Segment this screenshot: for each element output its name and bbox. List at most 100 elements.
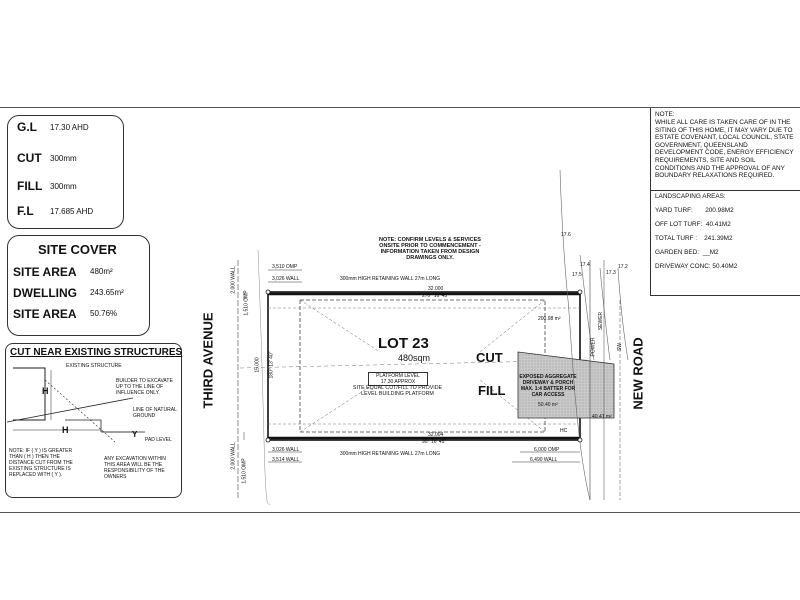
y-label: Y — [132, 430, 138, 439]
bearing-top-deg: 270° 16' 45" — [422, 293, 449, 299]
retaining-wall-bottom-label: 300mm HIGH RETAINING WALL 27m LONG — [340, 451, 441, 457]
dim-3026-wall: 3,026 WALL — [272, 276, 300, 282]
corner-marker — [577, 289, 583, 295]
cut-near-note-right: ANY EXCAVATION WITHIN THIS AREA WILL BE … — [104, 456, 166, 480]
h-vertical-label: H — [42, 386, 49, 396]
landscaping-item: YARD TURF: 200.98M2 — [655, 207, 734, 214]
dim-1510-omp-bottom: 1,510 OMP — [241, 458, 248, 484]
contour-17-3: 17.3 — [606, 270, 616, 276]
gl-value: 17.30 AHD — [50, 123, 89, 132]
bearing-bottom: 32.004 — [428, 432, 444, 438]
landscaping-item: GARDEN BED: __M2 — [655, 249, 719, 256]
site-cover-title: SITE COVER — [38, 242, 117, 257]
cut-zone-label: CUT — [476, 350, 503, 365]
contour-line — [559, 169, 591, 501]
natural-ground-line — [6, 397, 134, 423]
site-area-label: SITE AREA — [13, 265, 77, 279]
site-area-value: 480m² — [90, 267, 113, 276]
retaining-wall-top-label: 300mm HIGH RETAINING WALL 27m LONG — [340, 276, 441, 282]
site-percent-value: 50.76% — [90, 309, 118, 318]
dim-3510-omp: 3,510 OMP — [272, 264, 298, 270]
natural-ground-label: LINE OF NATURAL GROUND — [133, 407, 177, 419]
dim-6490-wall: 6,490 WALL — [530, 457, 558, 463]
ridge-line — [239, 359, 591, 369]
note-title: NOTE: — [655, 111, 675, 118]
dim-2000-wall-top: 2,000 WALL — [230, 266, 237, 294]
fill-label: FILL — [17, 179, 43, 193]
dwelling-outline — [299, 299, 546, 433]
corner-marker — [265, 289, 271, 295]
landscaping-title: LANDSCAPING AREAS: — [655, 193, 726, 200]
power-label: POWER — [590, 337, 597, 357]
pad-level-label: PAD LEVEL — [145, 437, 172, 443]
diagonal-line — [299, 299, 381, 353]
corner-marker — [265, 437, 271, 443]
landscaping-item: OFF LOT TURF: 40.41M2 — [655, 221, 731, 228]
lot-area: 480sqm — [398, 353, 431, 363]
existing-structure-label: EXISTING STRUCTURE — [66, 363, 122, 369]
site-percent-label: SITE AREA — [13, 307, 77, 321]
contour-17-4: 17.4 — [580, 262, 590, 268]
cut-near-diagram — [6, 367, 145, 443]
third-avenue-label: THIRD AVENUE — [200, 312, 216, 409]
fl-label: F.L — [17, 204, 34, 218]
left-bearing: 180° 13' 40" — [268, 351, 275, 379]
area-yard-turf: 200.98 m² — [538, 316, 561, 322]
diagonal-line — [479, 299, 546, 353]
site-cover-panel — [7, 235, 150, 336]
diagonal-line — [299, 379, 381, 433]
dim-3026-wall-bottom: 3,026 WALL — [272, 447, 300, 453]
landscaping-item: TOTAL TURF : 241.39M2 — [655, 235, 733, 242]
left-length: 15.000 — [254, 357, 261, 373]
contour-line — [579, 254, 595, 361]
fl-value: 17.685 AHD — [50, 207, 94, 216]
contour-17-2: 17.2 — [618, 264, 628, 270]
note-divider — [651, 190, 800, 191]
sewer-label: SEWER — [598, 311, 605, 331]
fill-value: 300mm — [50, 182, 77, 191]
levels-panel — [7, 115, 124, 229]
fill-zone-label: FILL — [478, 383, 506, 398]
builder-note: BUILDER TO EXCAVATE UP TO THE LINE OF IN… — [116, 378, 173, 396]
note-panel — [650, 108, 800, 296]
dwelling-value: 243.65m² — [90, 288, 124, 297]
platform-level-box: PLATFORM LEVEL 17.30 APPROX — [368, 372, 428, 386]
sheet-bottom-border — [0, 512, 800, 513]
contour-line — [599, 267, 611, 361]
cut-near-title: CUT NEAR EXISTING STRUCTURES — [10, 347, 183, 358]
sheet-top-border — [0, 107, 800, 108]
corner-marker — [577, 437, 583, 443]
cut-profile — [65, 419, 102, 432]
contour-17-5: 17.5 — [572, 272, 582, 278]
landscaping-list: YARD TURF: 200.98M2 OFF LOT TURF: 40.41M… — [655, 207, 797, 277]
cut-near-note-left: NOTE: IF ( Y ) IS GREATER THAN ( H ) THE… — [9, 448, 73, 478]
bearing-bottom-deg: 90° 16' 45" — [422, 439, 447, 445]
existing-structure-outline — [13, 367, 46, 421]
dim-2000-wall-bottom: 2,000 WALL — [230, 442, 237, 470]
gl-label: G.L — [17, 120, 37, 134]
lot-number: LOT 23 — [378, 335, 429, 352]
platform-level-value: 17.30 APPROX — [380, 379, 416, 385]
area-off-lot: 40.41 m² — [592, 414, 612, 420]
dim-3514-wall-bottom: 3,514 WALL — [272, 457, 300, 463]
area-driveway: 50.40 m² — [538, 402, 558, 408]
contour-17-6: 17.6 — [561, 232, 571, 238]
landscaping-item: DRIVEWAY CONC: 50.40M2 — [655, 263, 738, 270]
new-road-label: NEW ROAD — [630, 337, 646, 410]
hc-label: HC — [560, 428, 568, 434]
confirm-levels-note: NOTE: CONFIRM LEVELS & SERVICES ONSITE P… — [379, 237, 481, 261]
dim-1510-omp-top: 1,510 OMP — [243, 290, 250, 316]
dim-6000-omp: 6,000 OMP — [534, 447, 560, 453]
h-horizontal-label: H — [62, 425, 69, 435]
bearing-top: 32.000 — [428, 286, 444, 292]
contour-line — [617, 267, 629, 361]
dwelling-label: DWELLING — [13, 286, 77, 300]
cut-label: CUT — [17, 151, 42, 165]
diagonal-line — [479, 379, 546, 433]
sw-label: SW — [617, 342, 624, 352]
driveway-note: EXPOSED AGGREGATE DRIVEWAY & PORCH MAX. … — [519, 374, 577, 398]
site-equal-note: SITE EQUAL CUT/FILL TO PROVIDE LEVEL BUI… — [352, 385, 443, 397]
cut-value: 300mm — [50, 154, 77, 163]
note-body: WHILE ALL CARE IS TAKEN CARE OF IN THE S… — [655, 119, 794, 180]
